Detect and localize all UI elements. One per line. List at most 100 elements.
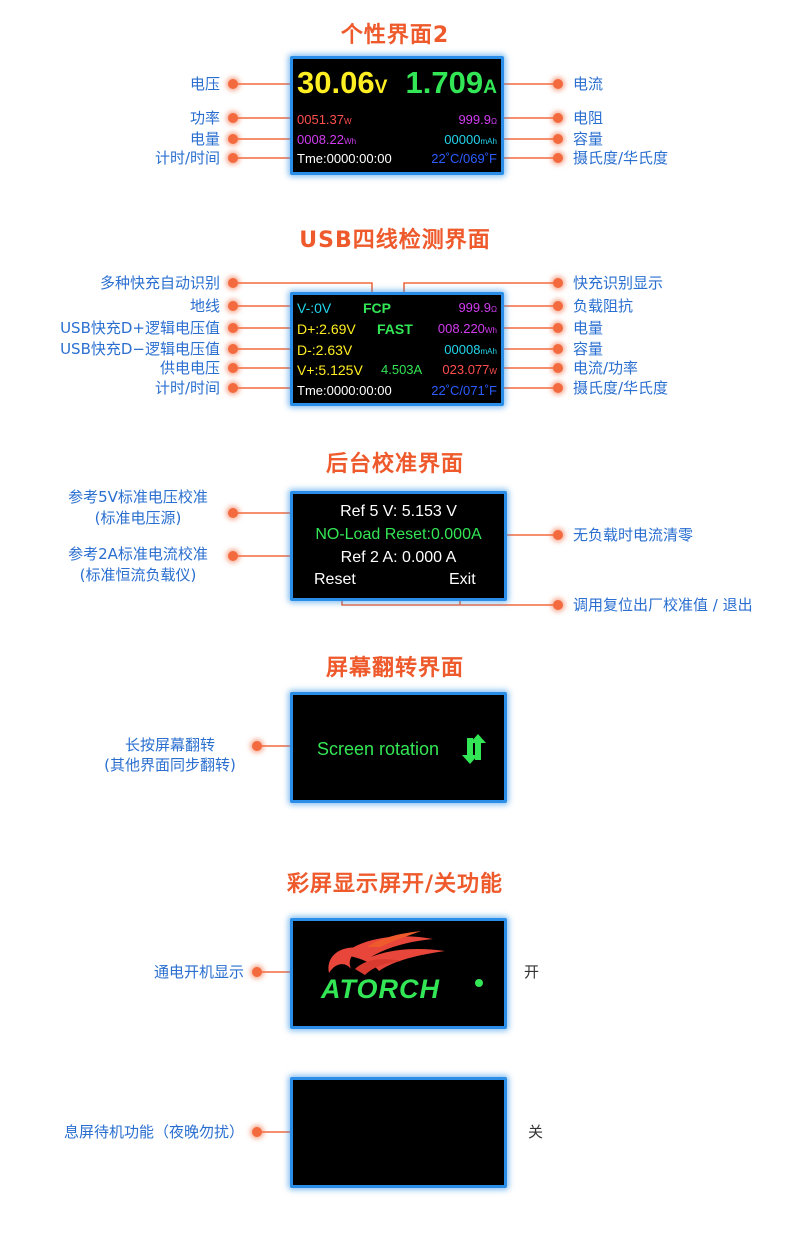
label-ground: 地线: [189, 297, 220, 315]
ref2a-readout: Ref 2 A: 0.000 A: [340, 549, 457, 566]
pointer-dot: [553, 363, 563, 373]
load-readout: 999.9Ω: [458, 300, 497, 315]
exit-button[interactable]: Exit: [449, 571, 476, 588]
vplus-readout: V+:5.125V: [297, 362, 363, 378]
label-power: 功率: [189, 109, 220, 127]
label-timer: 计时/时间: [154, 379, 220, 397]
label-voltage: 电压: [189, 75, 220, 93]
label-power-on-display: 通电开机显示: [153, 963, 244, 981]
label-rotation-line2: (其他界面同步翻转): [104, 756, 236, 774]
screen-off: [290, 1077, 507, 1188]
screen-boot-logo: ATORCH: [290, 918, 507, 1029]
voltage-readout: 30.06V: [297, 65, 388, 100]
energy-readout: 0008.22Wh: [297, 132, 357, 147]
label-ref2a-line2: (标准恒流负载仪): [79, 566, 197, 584]
dplus-readout: D+:2.69V: [297, 321, 356, 337]
pointer-dot: [553, 153, 563, 163]
section-title-calibration: 后台校准界面: [325, 452, 464, 477]
fcp-badge: FCP: [363, 300, 391, 316]
label-resistance: 电阻: [573, 109, 604, 127]
temperature-readout: 22˚C/071˚F: [431, 383, 497, 398]
pointer-dot: [553, 344, 563, 354]
pointer-dot: [228, 113, 238, 123]
power-readout: 0051.37W: [297, 112, 352, 127]
label-supply-voltage: 供电电压: [159, 359, 220, 377]
label-ref5v-line1: 参考5V标准电压校准: [68, 488, 208, 506]
ref5v-readout: Ref 5 V: 5.153 V: [340, 503, 457, 520]
screen-custom-ui: 30.06V 1.709A 0051.37W 999.9Ω 0008.22Wh …: [290, 56, 504, 175]
label-noload-reset: 无负载时电流清零: [573, 526, 694, 544]
pointer-dot: [553, 323, 563, 333]
pointer-dot: [252, 967, 262, 977]
screen-calibration: Ref 5 V: 5.153 V NO-Load Reset:0.000A Re…: [290, 491, 507, 601]
label-multi-qc: 多种快充自动识别: [99, 274, 220, 292]
power-readout: 023.077W: [442, 362, 497, 377]
reset-button[interactable]: Reset: [314, 571, 356, 588]
pointer-dot: [553, 383, 563, 393]
pointer-dot: [228, 383, 238, 393]
label-current: 电流: [573, 75, 604, 93]
energy-readout: 008.220Wh: [437, 321, 497, 336]
pointer-dot: [553, 278, 563, 288]
resistance-readout: 999.9Ω: [458, 112, 497, 127]
label-load-impedance: 负载阻抗: [573, 297, 634, 315]
capacity-readout: 00008mAh: [444, 342, 497, 357]
screen-rotation[interactable]: Screen rotation: [290, 692, 507, 803]
pointer-dot: [553, 530, 563, 540]
pointer-dot: [252, 1127, 262, 1137]
section-title-custom-ui: 个性界面2: [340, 23, 450, 48]
pointer-dot: [228, 551, 238, 561]
pointer-dot: [228, 153, 238, 163]
label-ref5v-line2: (标准电压源): [94, 509, 182, 527]
label-screen-off-standby: 息屏待机功能（夜晚勿扰）: [63, 1123, 244, 1141]
pointer-dot: [252, 741, 262, 751]
pointer-dot: [553, 134, 563, 144]
section-title-rotation: 屏幕翻转界面: [325, 656, 464, 681]
label-temperature: 摄氏度/华氏度: [573, 379, 669, 397]
temperature-readout: 22˚C/069˚F: [431, 151, 497, 166]
vminus-readout: V-:0V: [297, 300, 332, 316]
pointer-dot: [553, 301, 563, 311]
label-timer: 计时/时间: [154, 149, 220, 167]
flame-logo-icon: [328, 931, 445, 975]
pointer-dot: [553, 600, 563, 610]
label-energy: 电量: [189, 130, 220, 148]
pointer-dot: [553, 79, 563, 89]
rotation-text: Screen rotation: [317, 739, 440, 759]
pointer-dot: [553, 113, 563, 123]
label-off: 关: [528, 1123, 544, 1141]
pointer-dot: [228, 278, 238, 288]
pointer-dot: [228, 301, 238, 311]
noload-reset-readout[interactable]: NO-Load Reset:0.000A: [315, 526, 482, 543]
label-capacity: 容量: [573, 130, 604, 148]
timer-readout: Tme:0000:00:00: [297, 151, 392, 166]
current-readout: 1.709A: [405, 65, 497, 100]
label-temperature: 摄氏度/华氏度: [573, 149, 669, 167]
pointer-dot: [228, 344, 238, 354]
label-reset-exit: 调用复位出厂校准值 / 退出: [573, 596, 753, 614]
pointer-dot: [228, 363, 238, 373]
current-readout: 4.503A: [381, 362, 423, 377]
section-title-usb-detect: USB四线检测界面: [299, 228, 491, 253]
atorch-logo: ATORCH: [321, 974, 440, 1004]
screen-usb-detect: V-:0V FCP 999.9Ω D+:2.69V FAST 008.220Wh…: [290, 292, 504, 406]
label-on: 开: [524, 963, 540, 981]
dminus-readout: D-:2.63V: [297, 342, 353, 358]
rotate-icon[interactable]: [460, 733, 488, 765]
label-energy: 电量: [573, 319, 604, 337]
capacity-readout: 00000mAh: [444, 132, 497, 147]
fast-badge: FAST: [377, 321, 413, 337]
pointer-dot: [228, 134, 238, 144]
timer-readout: Tme:0000:00:00: [297, 383, 392, 398]
label-dplus: USB快充D+逻辑电压值: [60, 319, 220, 337]
logo-dot: [475, 979, 483, 987]
label-current-power: 电流/功率: [573, 359, 639, 377]
label-qc-display: 快充识别显示: [573, 274, 664, 292]
pointer-dot: [228, 79, 238, 89]
label-dminus: USB快充D−逻辑电压值: [60, 340, 220, 358]
pointer-dot: [228, 508, 238, 518]
label-ref2a-line1: 参考2A标准电流校准: [68, 545, 208, 563]
pointer-dot: [228, 323, 238, 333]
label-rotation-line1: 长按屏幕翻转: [124, 736, 215, 754]
